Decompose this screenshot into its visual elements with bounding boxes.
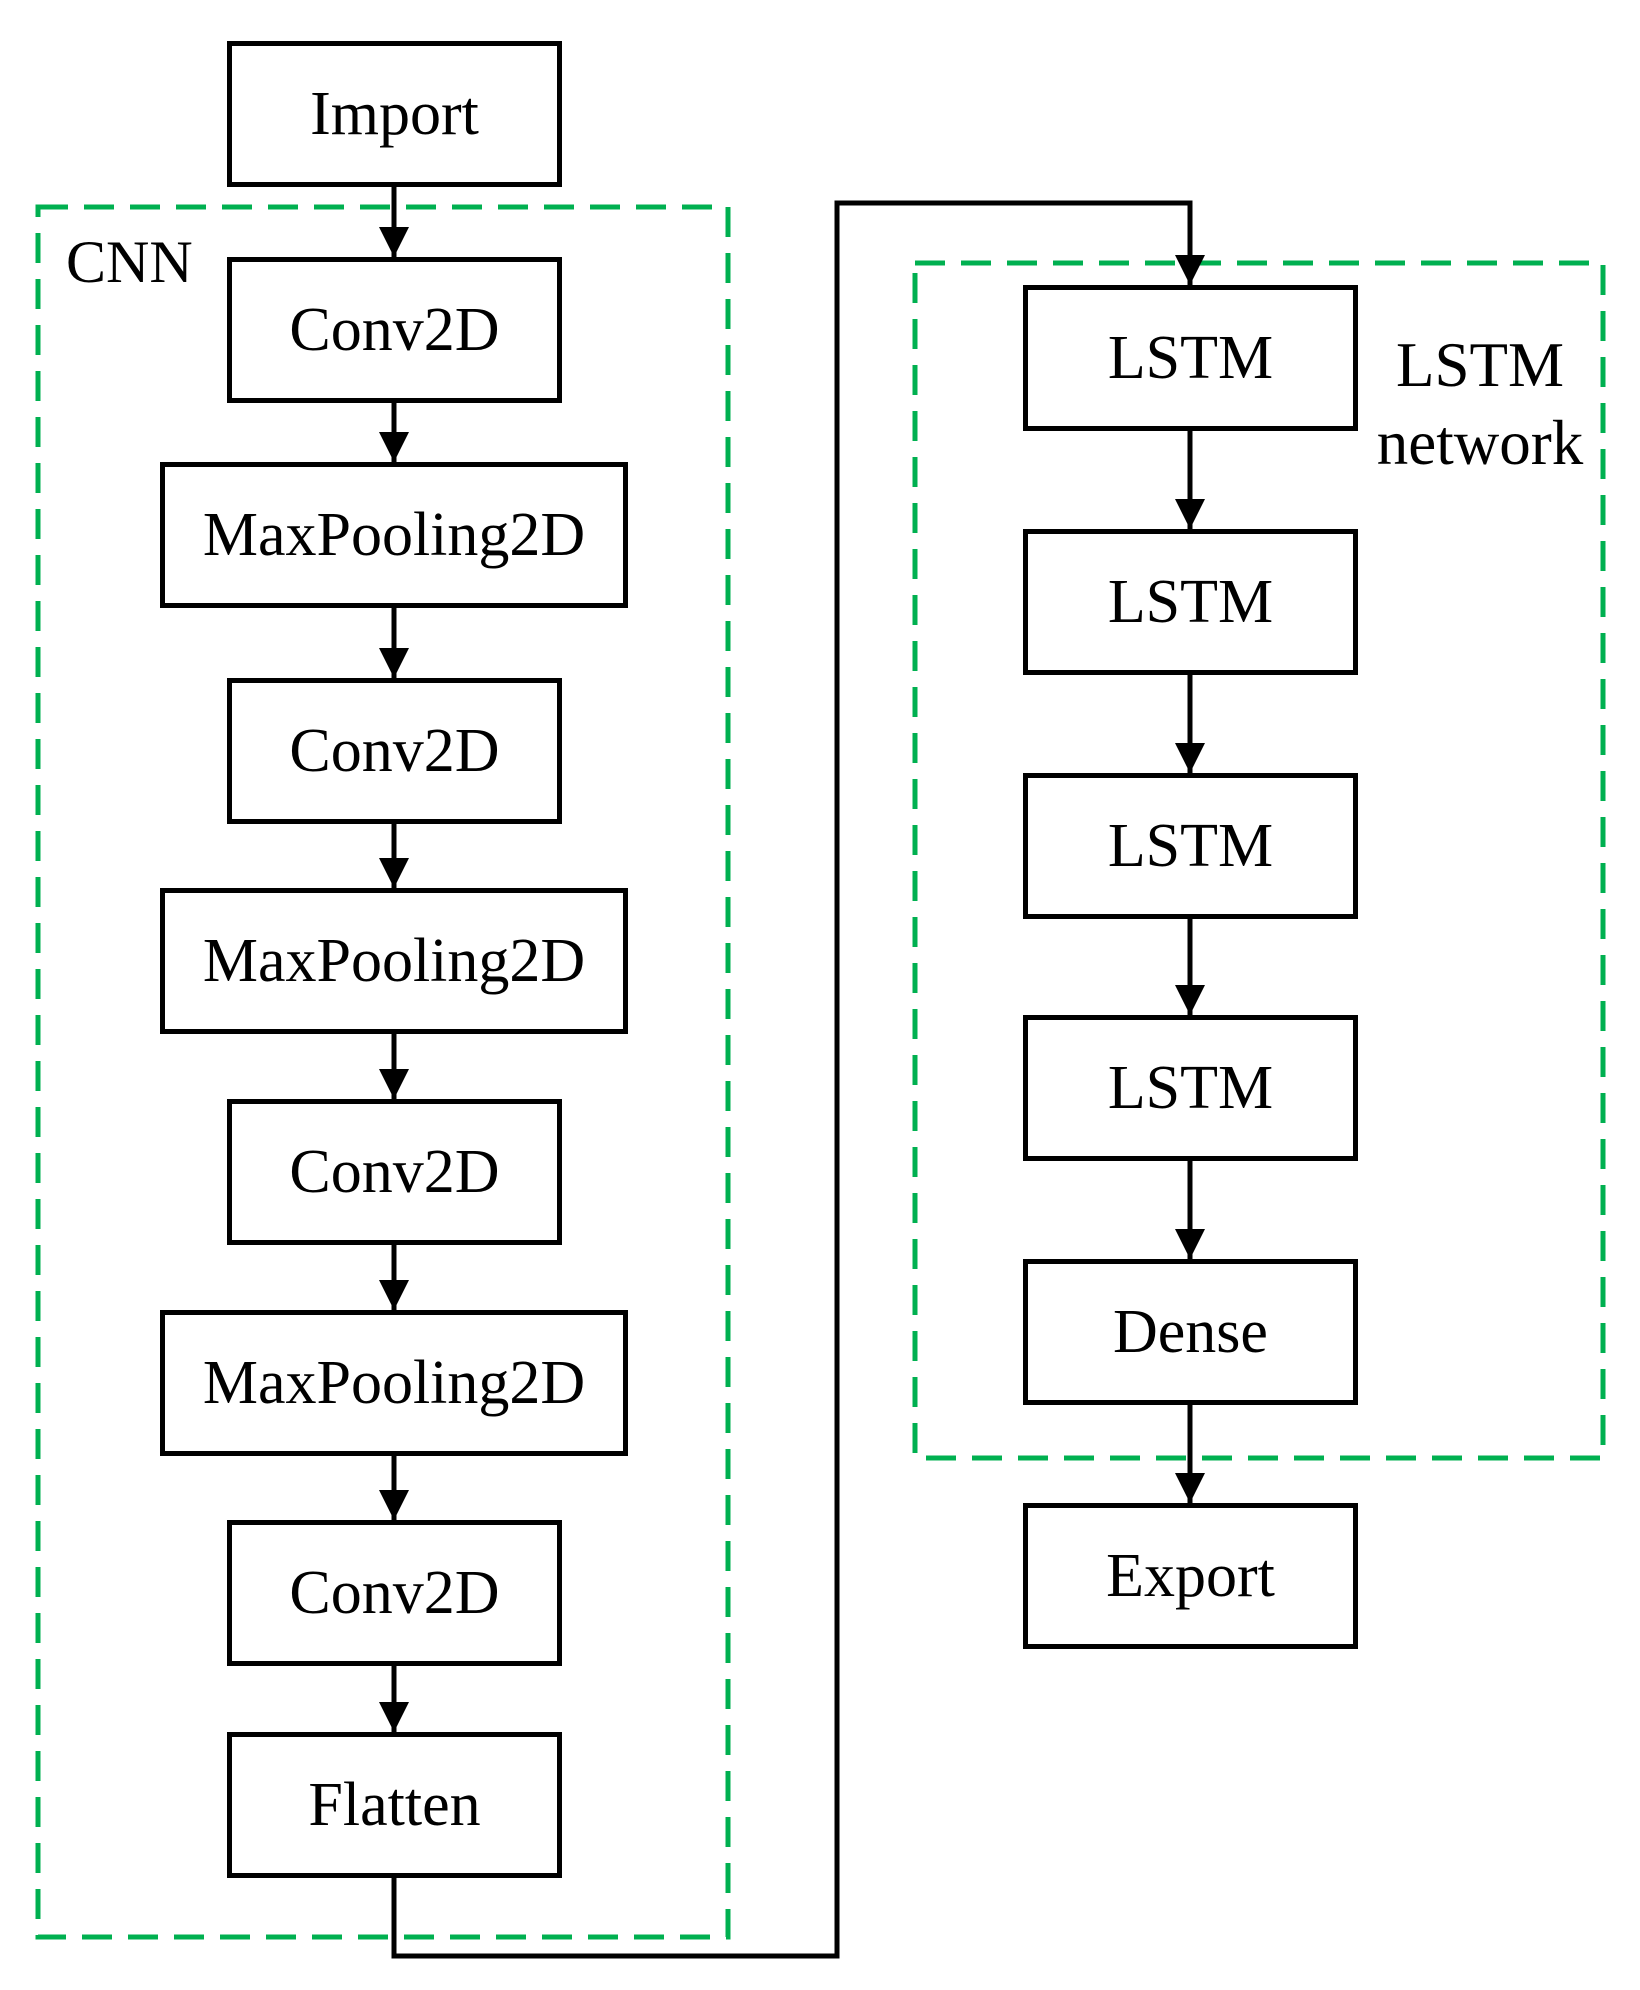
node-dense: Dense bbox=[1023, 1259, 1358, 1405]
node-dense-label: Dense bbox=[1113, 1298, 1268, 1366]
node-maxpooling2d-3-label: MaxPooling2D bbox=[202, 1349, 586, 1417]
node-maxpooling2d-1: MaxPooling2D bbox=[160, 462, 628, 608]
node-conv2d-3: Conv2D bbox=[227, 1099, 562, 1245]
node-conv2d-2-label: Conv2D bbox=[289, 717, 500, 785]
node-import: Import bbox=[227, 41, 562, 187]
lstm-network-group-label: LSTM network bbox=[1376, 330, 1584, 479]
node-flatten-label: Flatten bbox=[308, 1771, 481, 1839]
node-lstm-3-label: LSTM bbox=[1107, 812, 1274, 880]
node-maxpooling2d-3: MaxPooling2D bbox=[160, 1310, 628, 1456]
lstm-network-group-box bbox=[912, 260, 1606, 1461]
node-conv2d-1: Conv2D bbox=[227, 257, 562, 403]
cnn-group-box bbox=[35, 204, 731, 1940]
node-maxpooling2d-2-label: MaxPooling2D bbox=[202, 927, 586, 995]
node-export: Export bbox=[1023, 1503, 1358, 1649]
node-lstm-3: LSTM bbox=[1023, 773, 1358, 919]
node-flatten: Flatten bbox=[227, 1732, 562, 1878]
node-maxpooling2d-2: MaxPooling2D bbox=[160, 888, 628, 1034]
cnn-group-label: CNN bbox=[66, 229, 193, 295]
node-conv2d-2: Conv2D bbox=[227, 678, 562, 824]
node-conv2d-3-label: Conv2D bbox=[289, 1138, 500, 1206]
node-maxpooling2d-1-label: MaxPooling2D bbox=[202, 501, 586, 569]
node-lstm-1-label: LSTM bbox=[1107, 324, 1274, 392]
arrow-flatten-to-lstm-1 bbox=[391, 200, 1205, 1959]
node-conv2d-1-label: Conv2D bbox=[289, 296, 500, 364]
node-lstm-2-label: LSTM bbox=[1107, 568, 1274, 636]
node-lstm-4-label: LSTM bbox=[1107, 1054, 1274, 1122]
node-conv2d-4: Conv2D bbox=[227, 1520, 562, 1666]
node-conv2d-4-label: Conv2D bbox=[289, 1559, 500, 1627]
node-lstm-2: LSTM bbox=[1023, 529, 1358, 675]
node-lstm-1: LSTM bbox=[1023, 285, 1358, 431]
node-export-label: Export bbox=[1106, 1542, 1275, 1610]
node-import-label: Import bbox=[310, 80, 479, 148]
node-lstm-4: LSTM bbox=[1023, 1015, 1358, 1161]
